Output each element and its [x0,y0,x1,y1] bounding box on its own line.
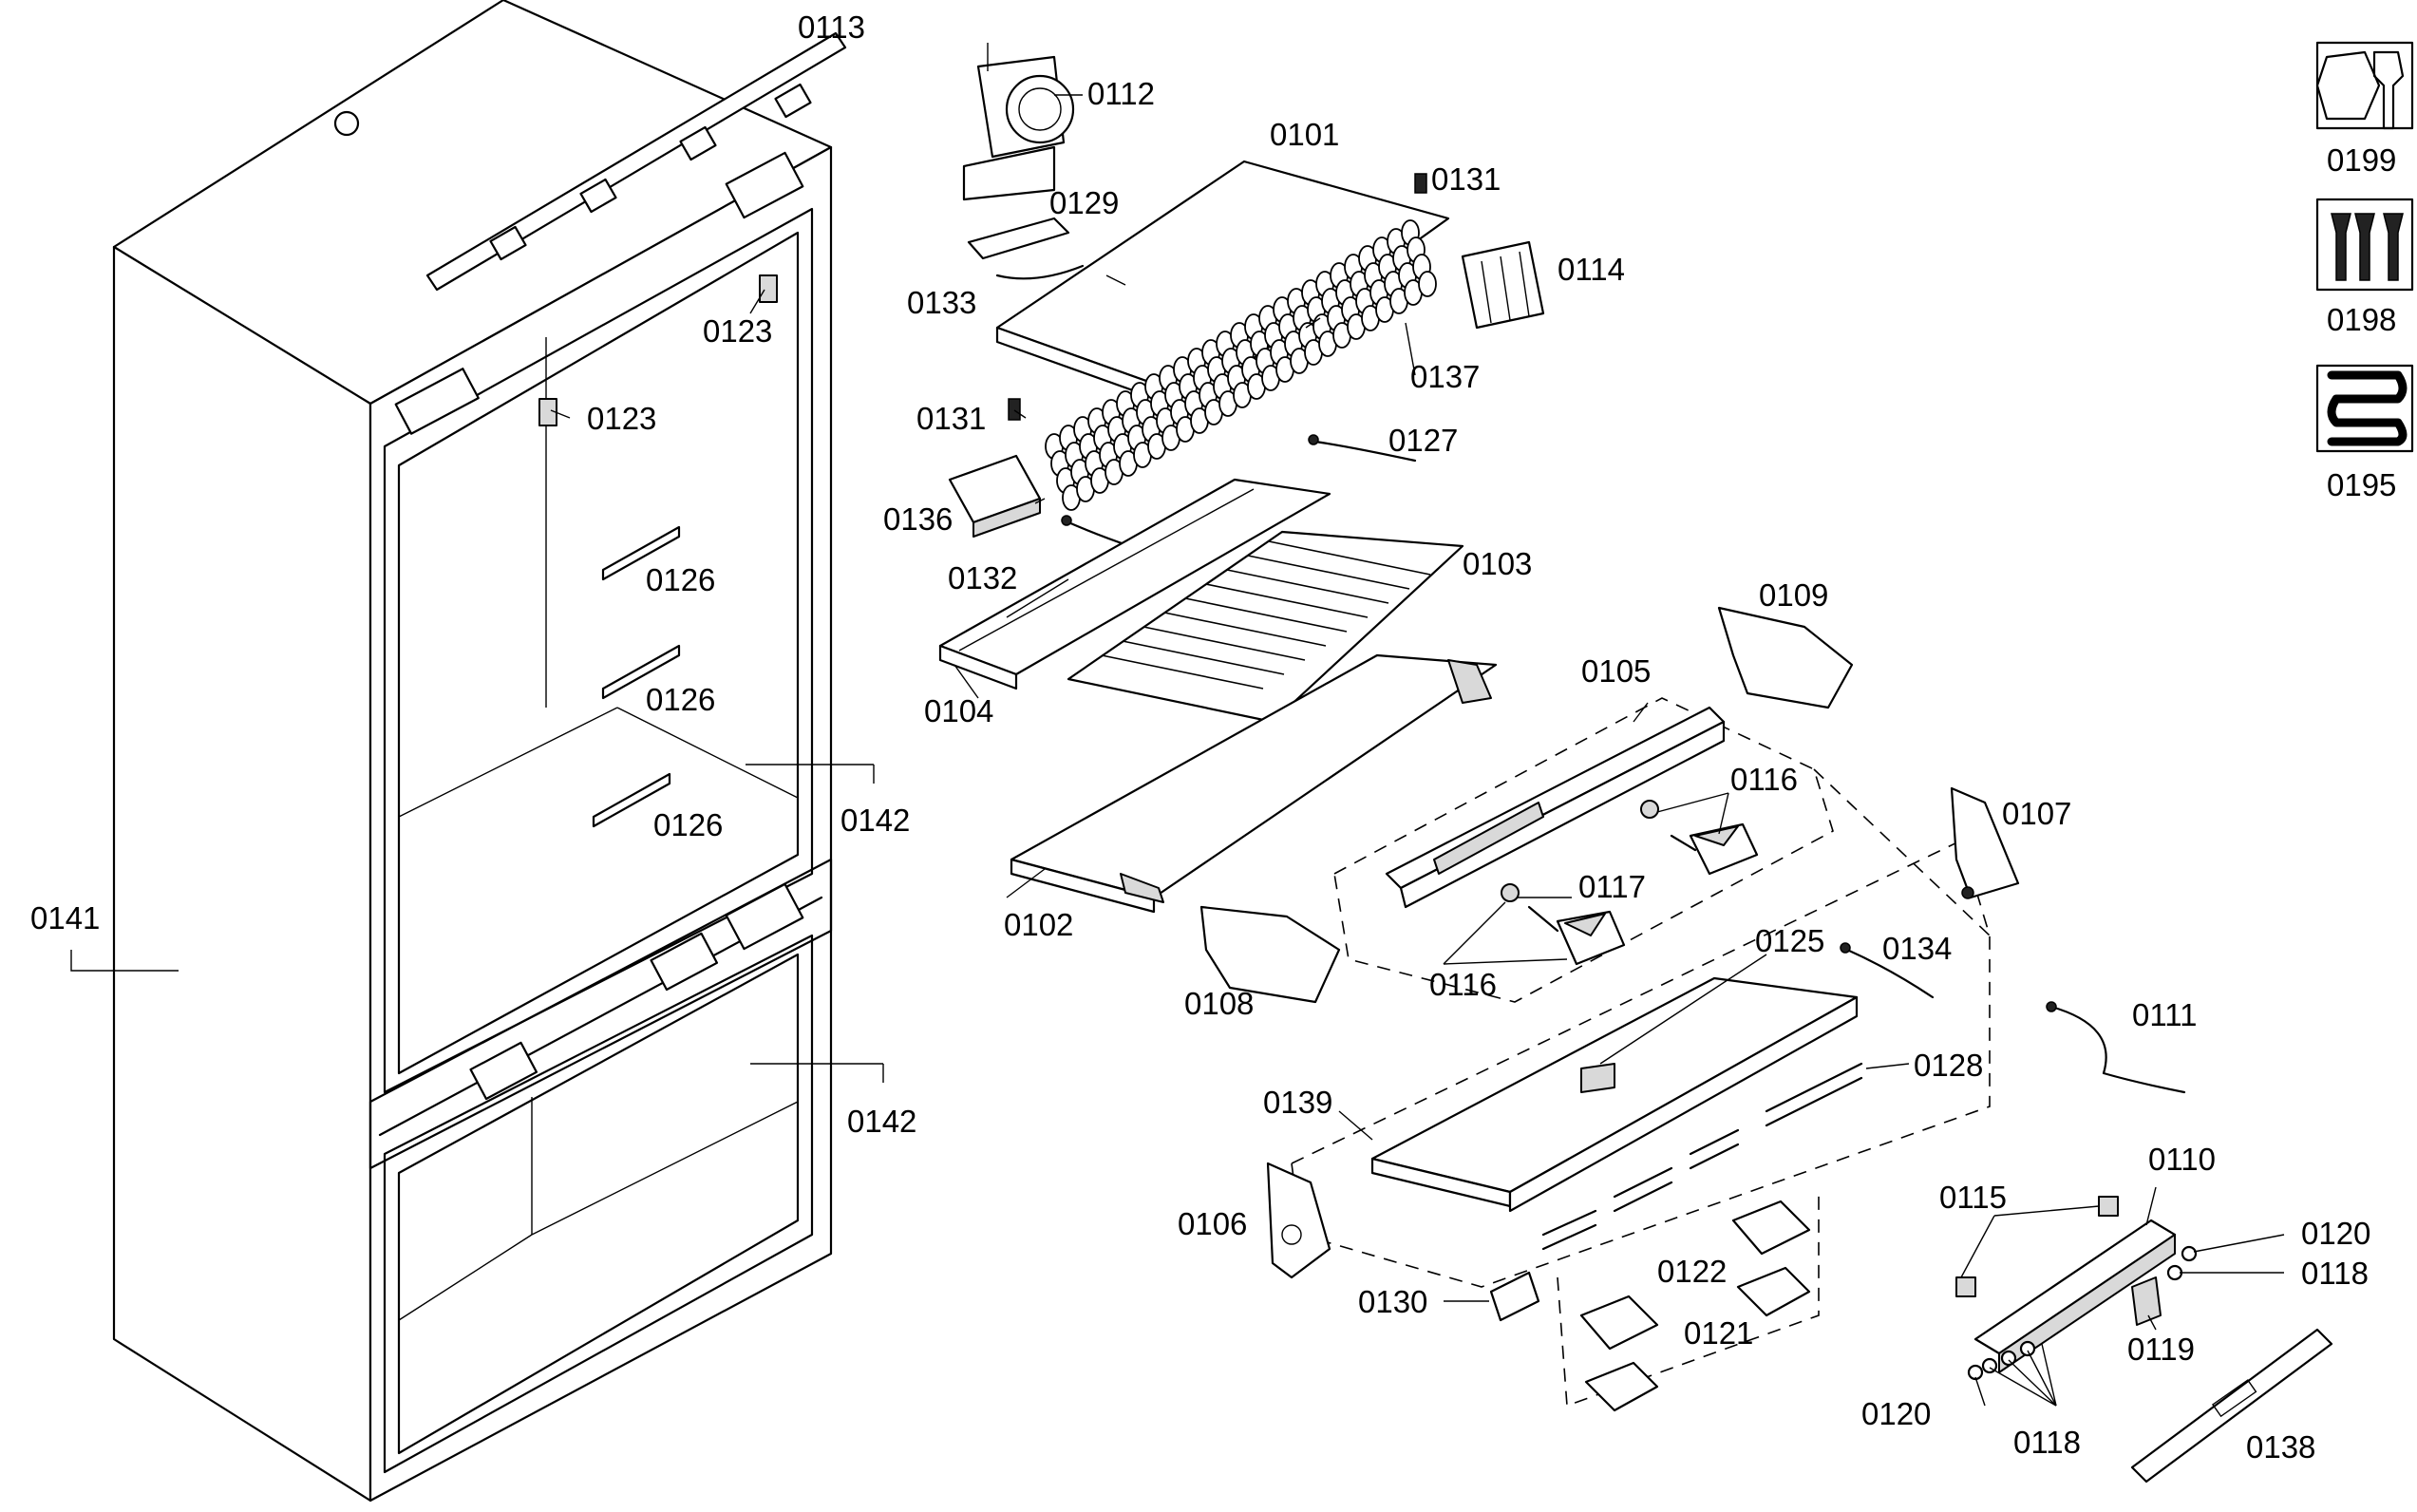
wrench-nut-icon [2315,41,2414,130]
label-0132: 0132 [948,560,1017,595]
label-0123-left: 0123 [587,401,656,436]
label-0195: 0195 [2327,467,2396,502]
control-housing-part [1370,976,1859,1213]
part-labels: 0113 0112 0101 0131 0129 0133 0114 0123 … [30,9,2396,1465]
terminal-block-part [948,454,1042,538]
label-0105: 0105 [1581,653,1651,689]
label-0122: 0122 [1657,1254,1727,1289]
vent-strip-part [1385,706,1726,909]
label-0198: 0198 [2327,302,2396,337]
label-0120-left: 0120 [1861,1396,1931,1431]
label-0129: 0129 [1049,185,1119,220]
label-0127: 0127 [1388,423,1458,458]
label-0142-low: 0142 [847,1104,916,1139]
label-0128: 0128 [1914,1048,1983,1083]
tray-rib [1205,583,1369,618]
label-0108: 0108 [1184,986,1254,1021]
side-bracket-0109 [1717,606,1854,709]
top-bracket-part [425,31,847,292]
label-0103: 0103 [1463,546,1532,581]
label-0116-top: 0116 [1730,762,1798,797]
label-0131-left: 0131 [916,401,986,436]
label-0126-top: 0126 [646,562,715,597]
drain-pan-part [1010,653,1498,914]
side-bracket-0106 [1266,1162,1331,1279]
tray-rib [1226,569,1389,604]
label-0107: 0107 [2002,796,2071,831]
label-0114: 0114 [1558,252,1625,287]
label-0137: 0137 [1410,359,1480,394]
label-0116-low: 0116 [1429,967,1497,1002]
label-0102: 0102 [1004,907,1073,942]
cabinet-body [112,0,833,1503]
tray-rib [1268,540,1431,576]
label-0126-mid: 0126 [646,682,715,717]
label-0136: 0136 [883,501,953,537]
screws-icon [2315,198,2414,292]
evaporator-coil-part [1045,219,1437,511]
label-0138: 0138 [2246,1429,2315,1465]
label-0101: 0101 [1270,117,1339,152]
control-panel-part [1955,1196,2177,1373]
leader-lines [954,94,2285,1407]
label-0142-top: 0142 [840,803,910,838]
tray-rib [1163,612,1327,647]
tray-rib [1142,626,1306,661]
label-0123-right: 0123 [703,313,772,349]
label-0106: 0106 [1178,1206,1247,1241]
wire-0111 [2046,1001,2186,1094]
shelf-support-parts [592,525,681,828]
clip-0130 [1489,1271,1540,1322]
tray-rib [1122,640,1285,675]
label-0115: 0115 [1939,1180,2007,1215]
label-0110: 0110 [2148,1142,2216,1177]
knob-assemblies [1501,800,1759,966]
screws-0118-0120 [1967,1245,2198,1381]
label-0118-low: 0118 [2013,1425,2081,1460]
connector-part [1461,240,1545,330]
slot-pattern-0128 [1541,1062,1863,1251]
label-0141: 0141 [30,900,100,936]
side-bracket-0108 [1199,905,1341,1004]
drip-tray-part [1067,530,1464,724]
handle-part [967,217,1085,280]
tray-rib [1101,654,1264,690]
label-0104: 0104 [924,693,993,728]
label-0111: 0111 [2132,997,2198,1032]
label-0133: 0133 [907,285,976,320]
label-0126-low: 0126 [653,807,723,842]
label-0113: 0113 [798,9,865,45]
channel-part [938,478,1331,690]
coil-icon [2315,364,2414,453]
fan-motor-part [962,43,1075,201]
fastener-0131 [1008,173,1427,421]
label-0119: 0119 [2127,1332,2195,1367]
label-0118-right: 0118 [2301,1256,2369,1291]
coil-loop [1418,271,1437,297]
clip-parts-0123 [538,274,778,426]
label-0125: 0125 [1755,923,1824,958]
pads-0121-0122 [1579,1200,1811,1412]
label-0112: 0112 [1087,76,1155,111]
label-0139: 0139 [1263,1085,1332,1120]
tray-rib [1184,597,1348,633]
label-0121: 0121 [1684,1315,1753,1351]
label-0131-top: 0131 [1431,161,1501,197]
label-0130: 0130 [1358,1284,1427,1319]
label-0109: 0109 [1759,577,1828,613]
label-0117: 0117 [1578,869,1646,904]
side-bracket-0107 [1950,786,2020,899]
label-0134: 0134 [1882,931,1952,966]
dashed-outline-upper [1333,697,1991,1003]
control-decal-part [2130,1328,2333,1484]
label-0120-right: 0120 [2301,1216,2370,1251]
tray-rib [1247,555,1410,590]
cabinet-leaders [70,289,884,1083]
label-0199: 0199 [2327,142,2396,178]
wire-0134 [1840,942,1935,999]
